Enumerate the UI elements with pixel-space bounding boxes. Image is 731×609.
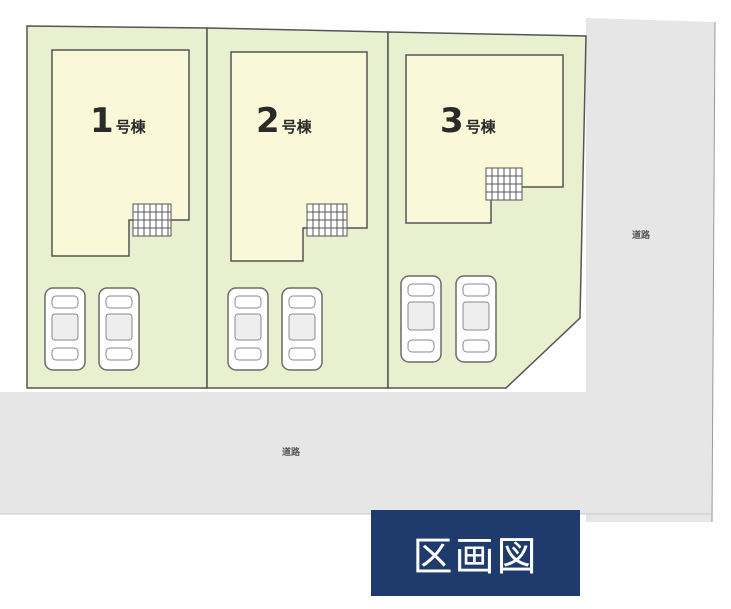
title-banner: 区画図 (371, 510, 580, 596)
car-icon (98, 287, 140, 371)
lot-2-steps (306, 203, 348, 237)
road-edge-line (711, 21, 716, 523)
lot-3-steps (485, 167, 523, 201)
lot-suffix: 号棟 (465, 118, 496, 136)
lot-1-steps (132, 203, 172, 237)
car-icon (227, 287, 269, 371)
lot-number: 1 (90, 101, 114, 141)
lot-number: 3 (440, 101, 464, 141)
car-icon (455, 275, 497, 363)
page-title: 区画図 (412, 534, 539, 580)
south-road (0, 392, 712, 514)
lot-suffix: 号棟 (115, 118, 146, 136)
car-icon (281, 287, 323, 371)
car-icon (44, 287, 86, 371)
car-icon (400, 275, 442, 363)
east-road-label: 道路 (632, 231, 651, 241)
south-road-label: 道路 (282, 448, 301, 458)
lot-suffix: 号棟 (281, 118, 312, 136)
lot-number: 2 (256, 101, 280, 141)
